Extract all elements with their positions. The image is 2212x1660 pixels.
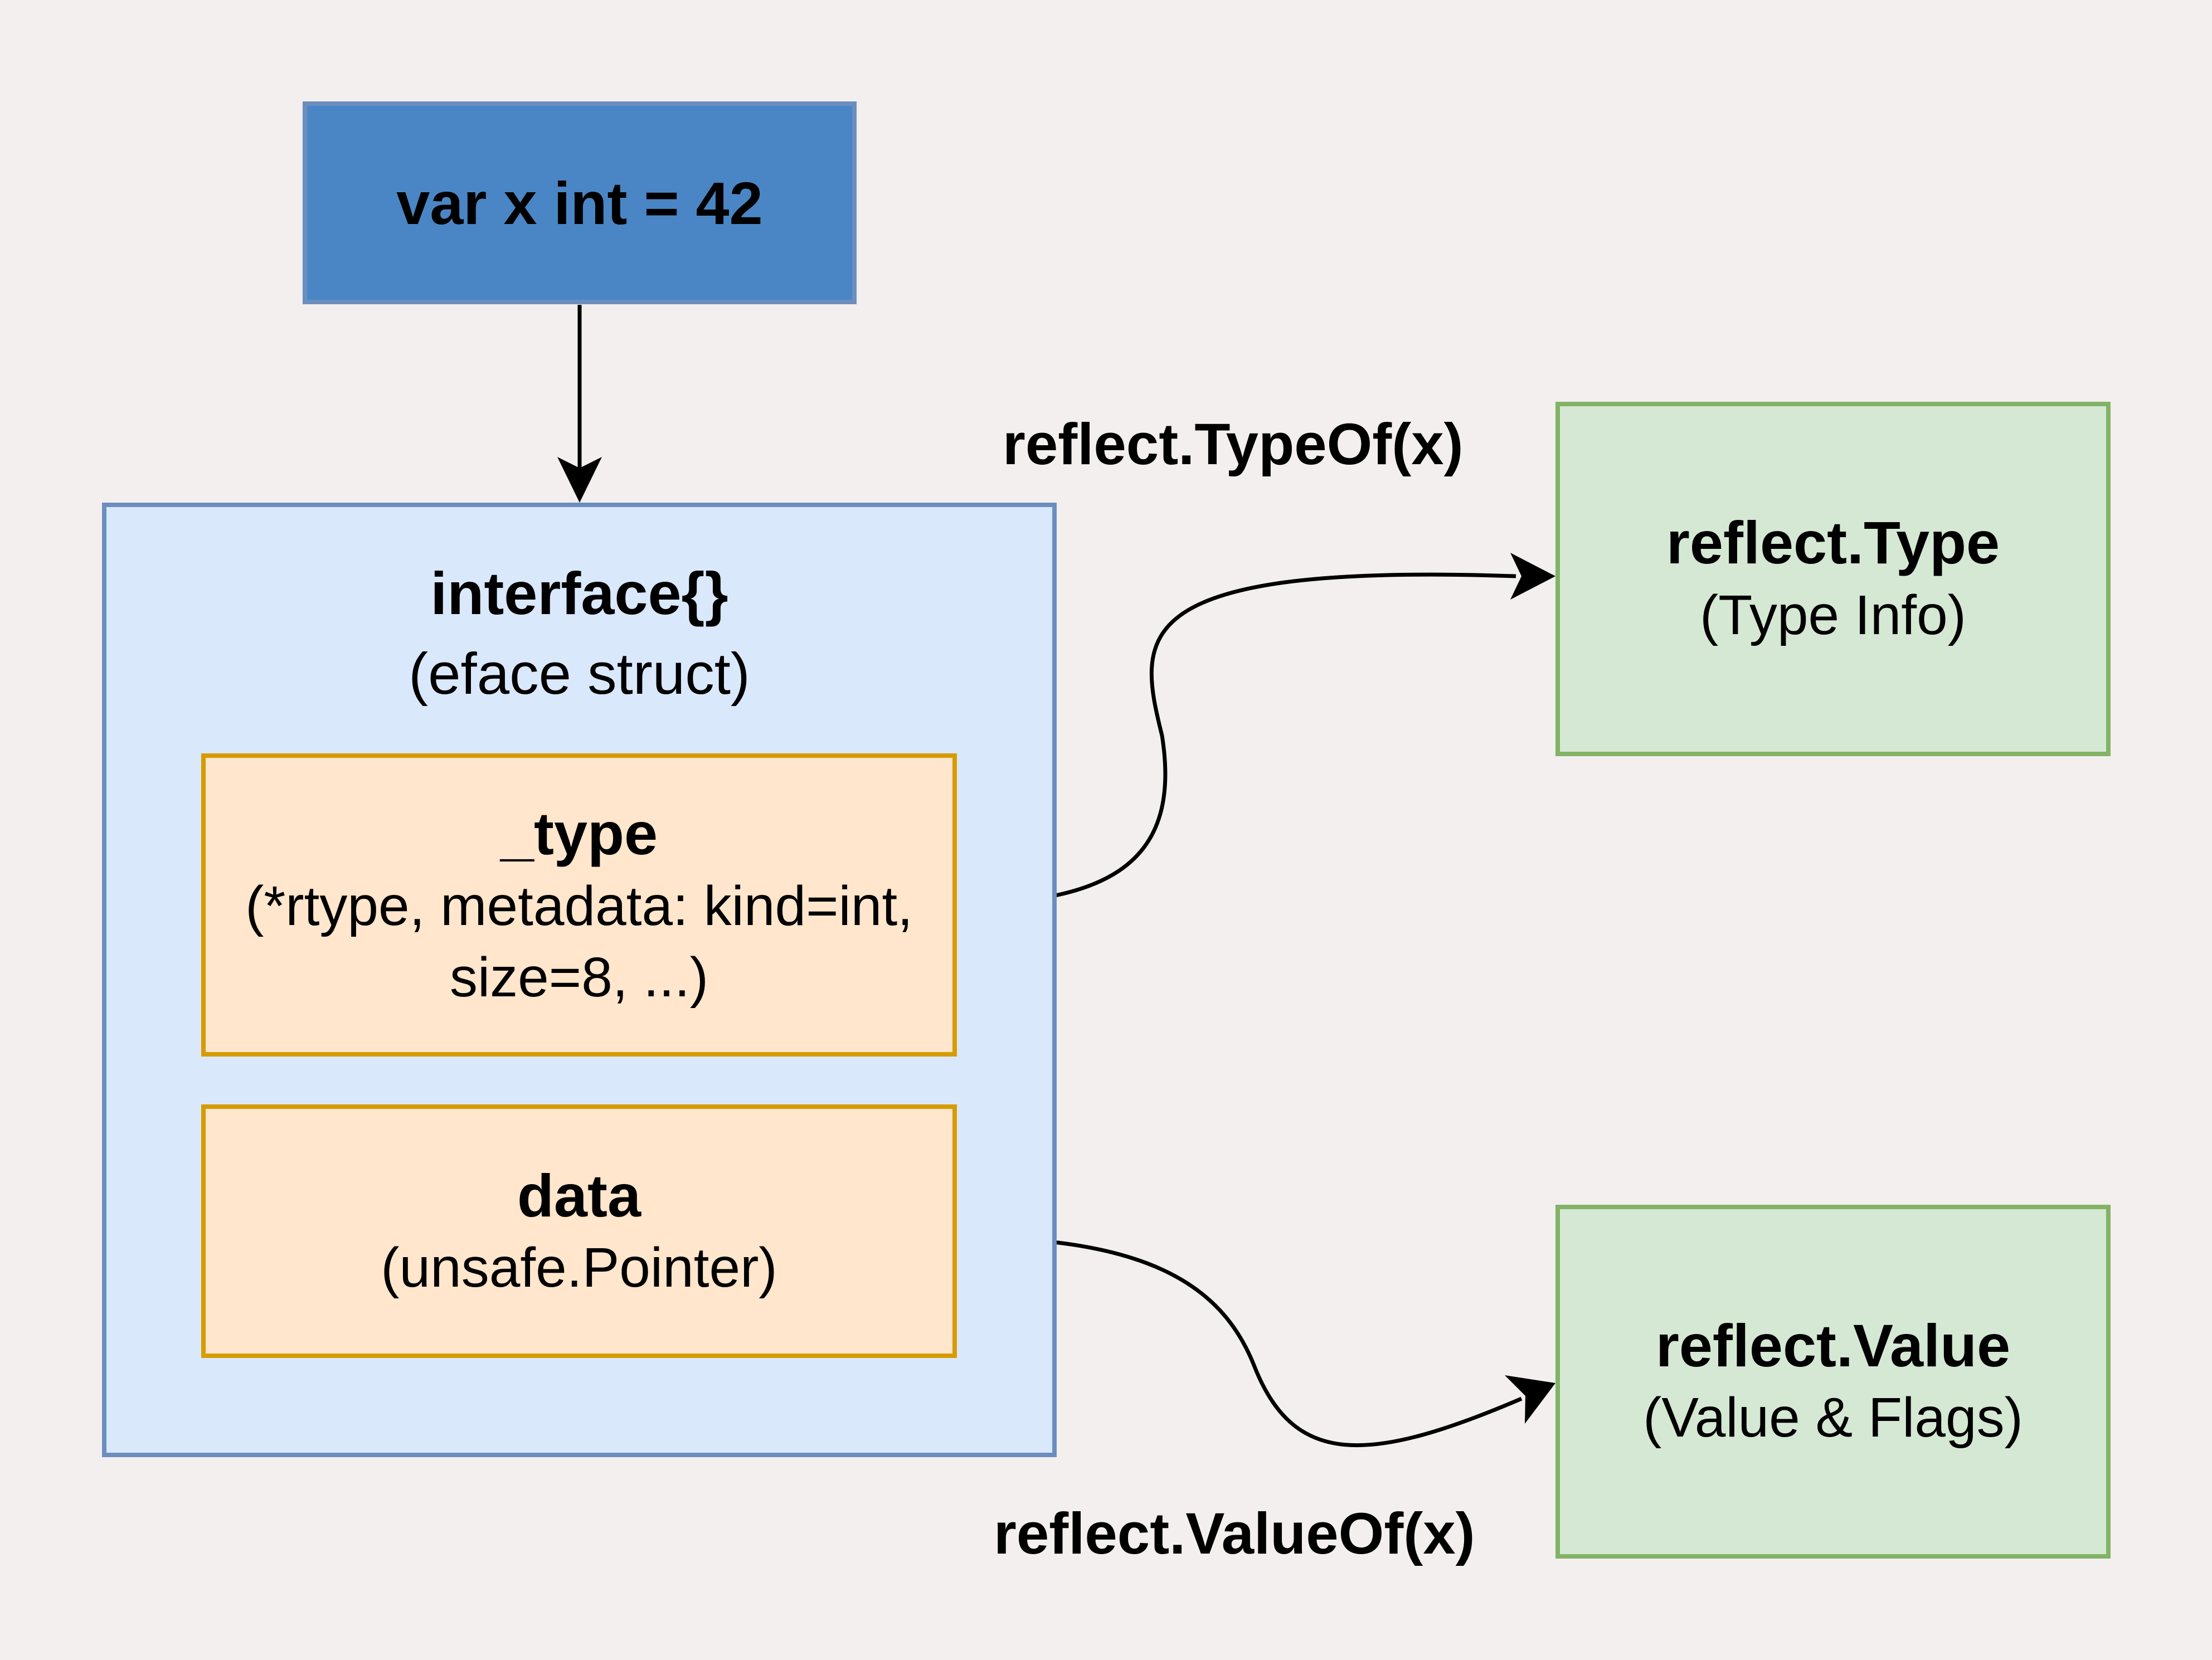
type-field-desc-line2: size=8, ...) bbox=[449, 946, 709, 1009]
valueof-edge-label: reflect.ValueOf(x) bbox=[994, 1501, 1475, 1566]
reflect-type-desc: (Type Info) bbox=[1700, 583, 1966, 646]
arrowhead-var-to-interface bbox=[557, 457, 602, 503]
type-field-box: _type (*rtype, metadata: kind=int, size=… bbox=[201, 753, 957, 1057]
interface-title: interface{} bbox=[430, 559, 728, 627]
reflect-type-box: reflect.Type (Type Info) bbox=[1555, 402, 2111, 756]
var-declaration-box: var x int = 42 bbox=[303, 101, 857, 304]
reflect-value-desc: (Value & Flags) bbox=[1643, 1386, 2023, 1449]
arrowhead-valueof bbox=[1505, 1375, 1555, 1424]
data-field-box: data (unsafe.Pointer) bbox=[201, 1104, 957, 1358]
var-declaration-text: var x int = 42 bbox=[396, 169, 763, 237]
arrow-typeof bbox=[957, 572, 1516, 906]
reflect-type-title: reflect.Type bbox=[1666, 509, 2000, 577]
data-field-title: data bbox=[517, 1161, 641, 1229]
reflect-value-title: reflect.Value bbox=[1655, 1311, 2011, 1379]
type-field-desc-line1: (*rtype, metadata: kind=int, bbox=[245, 874, 913, 937]
arrow-valueof bbox=[957, 1235, 1523, 1448]
arrowhead-typeof bbox=[1510, 553, 1555, 600]
reflect-value-box: reflect.Value (Value & Flags) bbox=[1555, 1205, 2111, 1559]
typeof-edge-label: reflect.TypeOf(x) bbox=[1003, 412, 1464, 477]
interface-subtitle: (eface struct) bbox=[409, 641, 750, 707]
data-field-desc: (unsafe.Pointer) bbox=[381, 1237, 777, 1299]
type-field-title: _type bbox=[500, 800, 658, 868]
